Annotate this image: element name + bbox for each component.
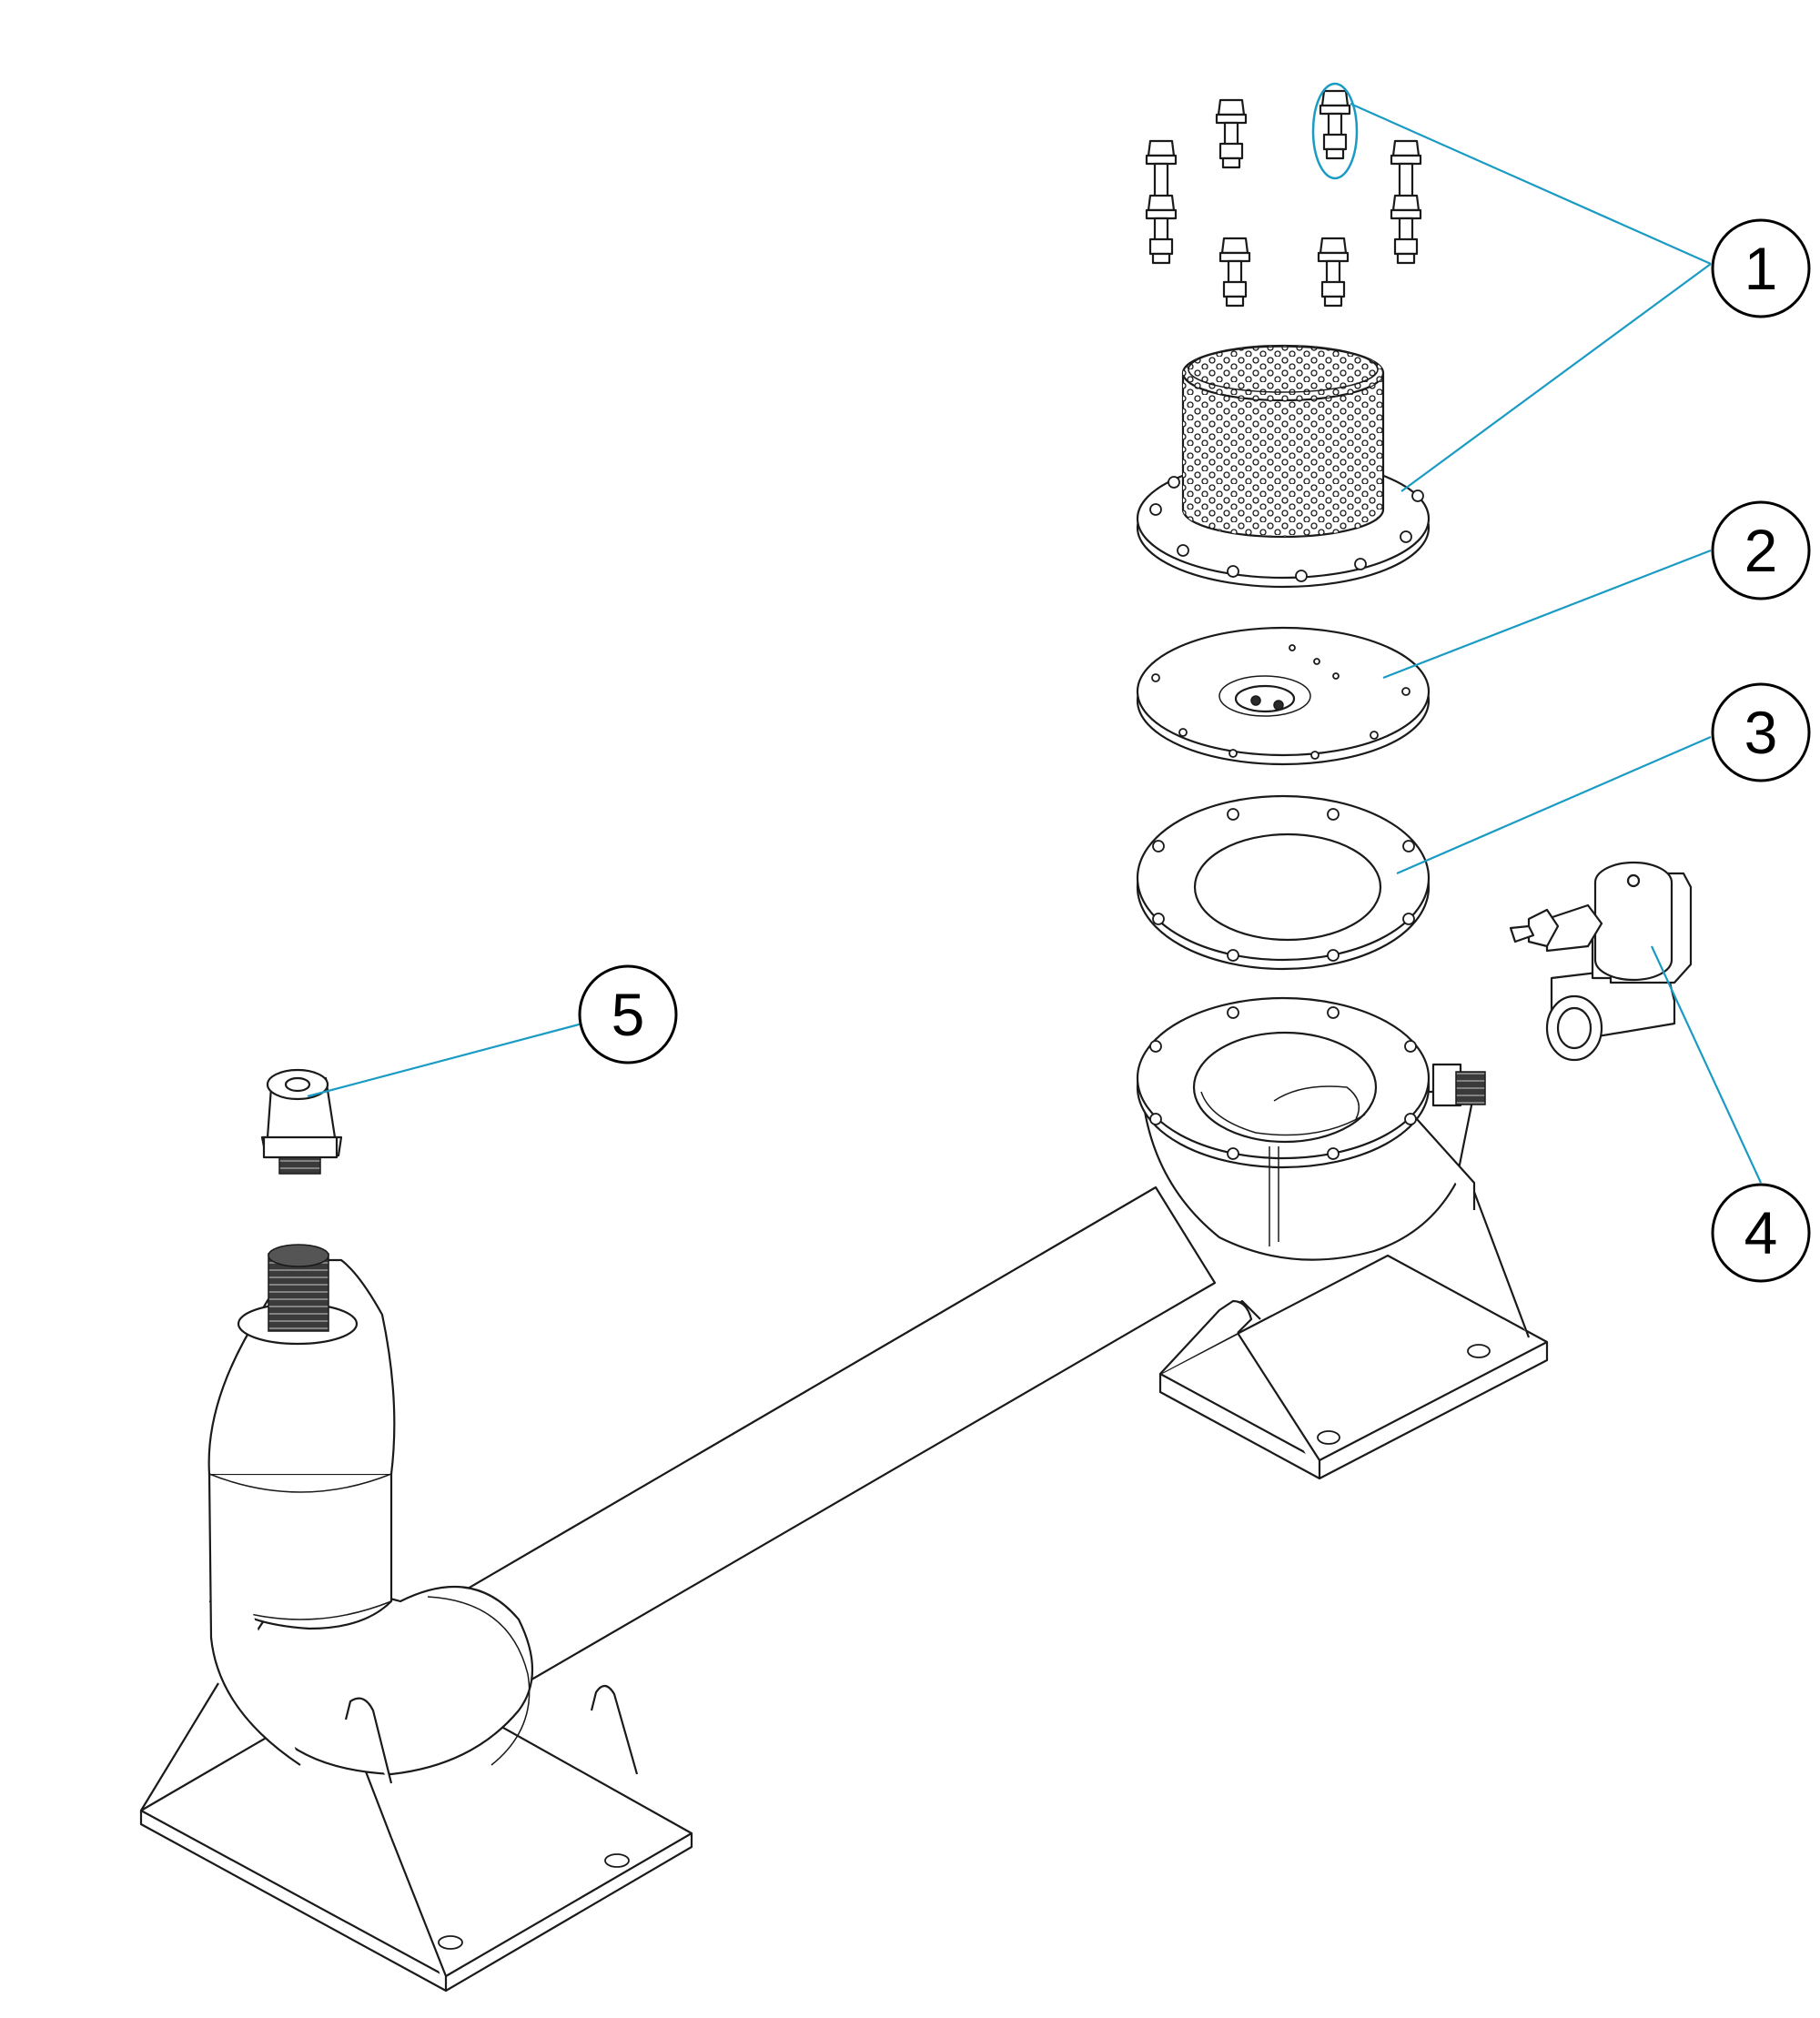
leader-1a xyxy=(1350,102,1712,266)
vent-cap xyxy=(260,1068,343,1175)
callout-label: 5 xyxy=(612,981,645,1048)
bolt xyxy=(1215,98,1248,169)
bolt xyxy=(1145,139,1178,202)
highlight-ellipse xyxy=(1311,82,1359,180)
callout-balloon[interactable]: 5 xyxy=(578,964,678,1064)
bolt xyxy=(1145,194,1178,265)
solenoid-valve xyxy=(1509,861,1693,1062)
bolt xyxy=(1390,194,1422,265)
gasket xyxy=(1136,794,1431,971)
callout-balloon[interactable]: 3 xyxy=(1711,682,1811,782)
leader-4 xyxy=(1651,945,1762,1184)
callout-label: 4 xyxy=(1744,1199,1778,1266)
leader-lines xyxy=(307,102,1762,1184)
bolt xyxy=(1317,237,1350,308)
callout-label: 1 xyxy=(1744,235,1778,302)
callout-balloon[interactable]: 2 xyxy=(1711,500,1811,600)
leader-5 xyxy=(307,1022,583,1098)
filter-basket xyxy=(1136,344,1431,589)
leader-2 xyxy=(1382,549,1712,680)
leader-1b xyxy=(1400,263,1712,492)
callout-label: 2 xyxy=(1744,517,1778,584)
leader-3 xyxy=(1396,735,1712,875)
bolt xyxy=(1390,139,1422,202)
bolt-set xyxy=(1145,82,1422,308)
callout-label: 3 xyxy=(1744,699,1778,766)
callout-balloon[interactable]: 4 xyxy=(1711,1183,1811,1283)
bolt xyxy=(1218,237,1251,308)
bolt xyxy=(1319,89,1351,160)
callout-balloons: 1 2 3 4 5 xyxy=(578,218,1811,1283)
cover-plate xyxy=(1136,626,1431,766)
callout-balloon[interactable]: 1 xyxy=(1711,218,1811,318)
main-housing xyxy=(139,996,1549,1993)
